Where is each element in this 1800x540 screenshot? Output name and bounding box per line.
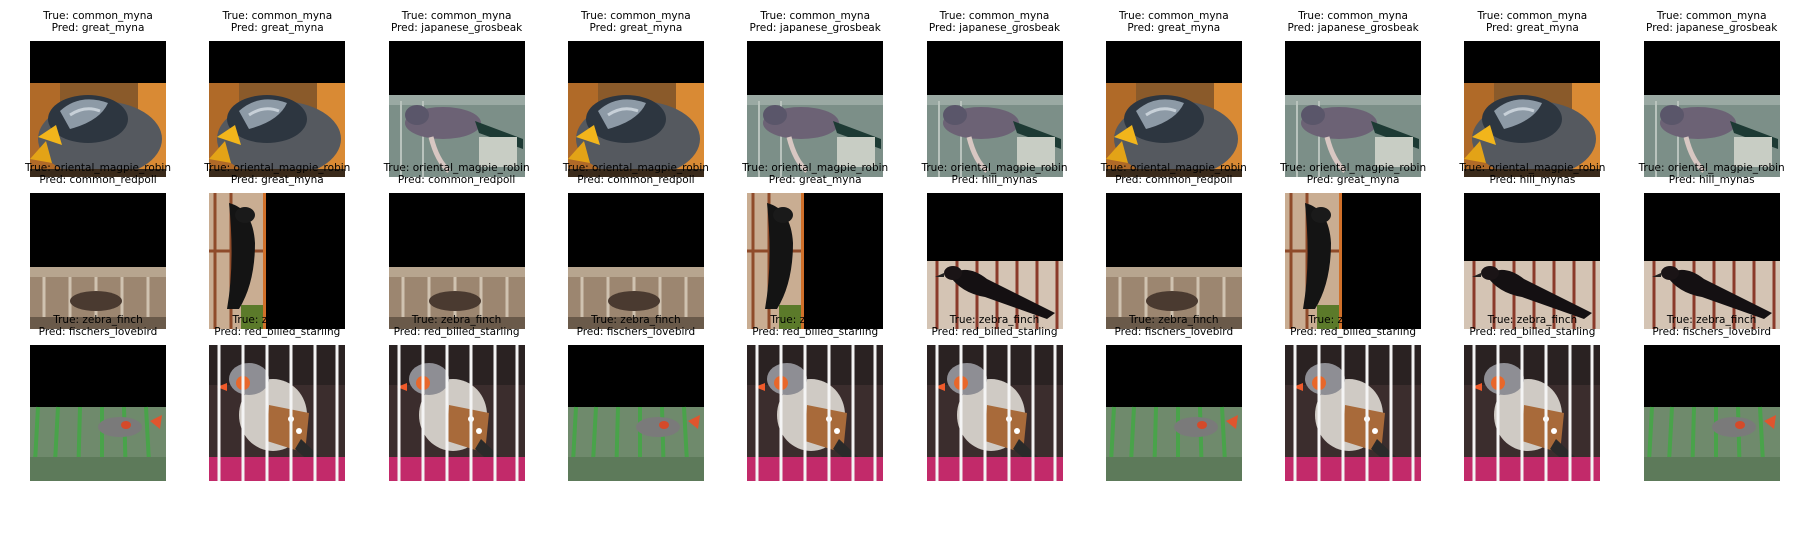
bird-thumbnail — [1285, 345, 1422, 481]
pred-label: Pred: common_redpoll — [397, 174, 516, 186]
true-label: True: zebra_finch — [1666, 314, 1757, 326]
true-label: True: common_myna — [1656, 10, 1767, 22]
true-label: True: zebra_finch — [411, 314, 502, 326]
bird-thumbnail — [30, 193, 166, 329]
pred-label: Pred: great_myna — [1306, 174, 1400, 186]
true-label: True: zebra_finch — [591, 314, 681, 326]
pred-label: Pred: red_billed_starling — [752, 326, 879, 338]
true-label: True: common_myna — [939, 10, 1050, 22]
bird-thumbnail — [1105, 193, 1242, 329]
pred-label: Pred: japanese_grosbeak — [1646, 22, 1778, 34]
bird-thumbnail — [1643, 345, 1780, 481]
pred-label: Pred: great_myna — [230, 22, 324, 34]
true-label: True: zebra_finch — [1129, 314, 1219, 326]
bird-thumbnail — [747, 41, 884, 177]
pred-label: Pred: fischers_lovebird — [1114, 326, 1234, 338]
pred-label: Pred: great_myna — [768, 174, 862, 186]
bird-thumbnail — [1643, 41, 1780, 177]
bird-thumbnail — [1285, 193, 1422, 329]
true-label: True: common_myna — [401, 10, 512, 22]
true-label: True: common_myna — [1298, 10, 1408, 22]
true-label: True: zebra_finch — [770, 314, 860, 326]
pred-label: Pred: japanese_grosbeak — [928, 22, 1061, 34]
pred-label: Pred: great_myna — [51, 22, 145, 34]
pred-label: Pred: red_billed_starling — [1290, 326, 1417, 338]
bird-thumbnail — [388, 193, 525, 329]
bird-thumbnail — [747, 193, 884, 329]
true-label: True: zebra_finch — [949, 314, 1040, 326]
true-label: True: oriental_magpie_robin — [742, 162, 889, 174]
pred-label: Pred: red_billed_starling — [931, 326, 1058, 338]
bird-thumbnail — [747, 345, 884, 481]
bird-thumbnail — [1464, 193, 1601, 329]
bird-thumbnail — [209, 41, 346, 177]
bird-thumbnail — [926, 41, 1063, 177]
true-label: True: common_myna — [43, 10, 153, 22]
bird-thumbnail — [30, 41, 166, 177]
bird-thumbnail — [567, 193, 704, 329]
true-label: True: zebra_finch — [1487, 314, 1578, 326]
true-label: True: zebra_finch — [53, 314, 143, 326]
true-label: True: oriental_magpie_robin — [1459, 162, 1606, 174]
bird-thumbnail — [567, 41, 704, 177]
bird-thumbnail — [1285, 41, 1422, 177]
pred-label: Pred: hill_mynas — [1489, 174, 1576, 186]
bird-thumbnail — [209, 193, 346, 329]
bird-thumbnail — [388, 345, 525, 481]
true-label: True: oriental_magpie_robin — [1280, 162, 1427, 174]
bird-thumbnail — [30, 345, 166, 481]
true-label: True: oriental_magpie_robin — [1100, 162, 1247, 174]
pred-label: Pred: red_billed_starling — [1469, 326, 1596, 338]
pred-label: Pred: japanese_grosbeak — [749, 22, 881, 34]
true-label: True: oriental_magpie_robin — [383, 162, 530, 174]
pred-label: Pred: hill_mynas — [951, 174, 1038, 186]
true-label: True: common_myna — [1118, 10, 1229, 22]
pred-label: Pred: common_redpoll — [39, 174, 157, 186]
pred-label: Pred: hill_mynas — [1668, 174, 1755, 186]
bird-thumbnail — [1464, 41, 1601, 177]
bird-thumbnail — [1105, 345, 1242, 481]
true-label: True: common_myna — [760, 10, 871, 22]
true-label: True: zebra_finch — [232, 314, 323, 326]
true-label: True: oriental_magpie_robin — [1638, 162, 1785, 174]
pred-label: Pred: fischers_lovebird — [38, 326, 158, 338]
pred-label: Pred: red_billed_starling — [393, 326, 520, 338]
true-label: True: zebra_finch — [1308, 314, 1398, 326]
true-label: True: oriental_magpie_robin — [204, 162, 351, 174]
pred-label: Pred: red_billed_starling — [214, 326, 341, 338]
bird-thumbnail — [1643, 193, 1780, 329]
bird-thumbnail — [1105, 41, 1242, 177]
true-label: True: common_myna — [581, 10, 691, 22]
pred-label: Pred: great_myna — [230, 174, 324, 186]
true-label: True: oriental_magpie_robin — [24, 162, 172, 174]
bird-thumbnail — [926, 193, 1063, 329]
true-label: True: oriental_magpie_robin — [562, 162, 709, 174]
pred-label: Pred: great_myna — [589, 22, 683, 34]
pred-label: Pred: fischers_lovebird — [576, 326, 696, 338]
true-label: True: common_myna — [222, 10, 333, 22]
bird-thumbnail — [567, 345, 704, 481]
pred-label: Pred: common_redpoll — [577, 174, 695, 186]
true-label: True: oriental_magpie_robin — [921, 162, 1068, 174]
bird-thumbnail — [1464, 345, 1601, 481]
bird-thumbnail — [388, 41, 525, 177]
pred-label: Pred: japanese_grosbeak — [390, 22, 523, 34]
pred-label: Pred: great_myna — [1486, 22, 1579, 34]
pred-label: Pred: great_myna — [1127, 22, 1221, 34]
bird-thumbnail — [926, 345, 1063, 481]
pred-label: Pred: japanese_grosbeak — [1287, 22, 1419, 34]
bird-thumbnail — [209, 345, 346, 481]
pred-label: Pred: fischers_lovebird — [1652, 326, 1771, 338]
true-label: True: common_myna — [1477, 10, 1588, 22]
pred-label: Pred: common_redpoll — [1115, 174, 1233, 186]
